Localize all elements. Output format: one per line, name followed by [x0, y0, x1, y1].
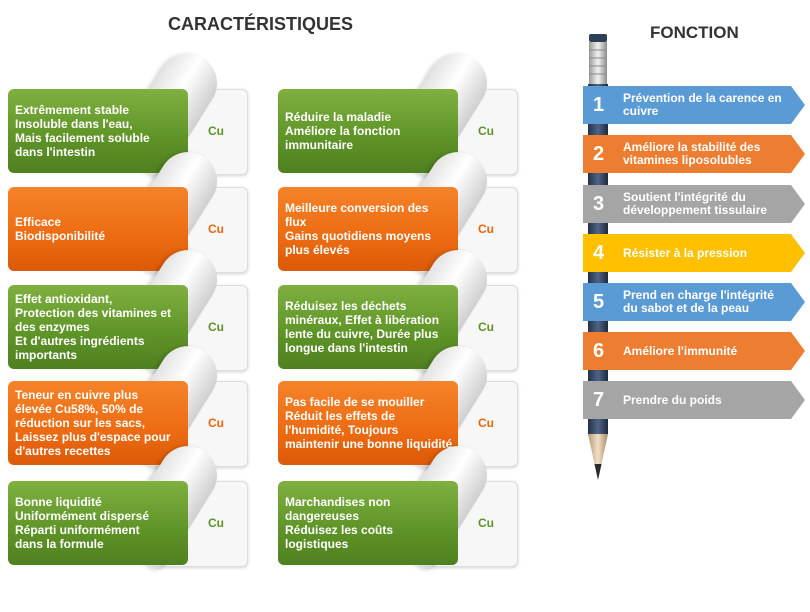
- card-text: Réduire la maladie Améliore la fonction …: [285, 110, 401, 152]
- card-4: Meilleure conversion des flux Gains quot…: [278, 141, 518, 279]
- card-tag: Cu: [208, 124, 224, 138]
- card-tag: Cu: [478, 516, 494, 530]
- title-fonction: FONCTION: [650, 23, 739, 42]
- function-item-3: 3 Soutient l'intégrité du développement …: [583, 185, 805, 223]
- function-label: Résister à la pression: [623, 245, 748, 260]
- card-8: Pas facile de se mouiller Réduit les eff…: [278, 335, 518, 473]
- card-tag: Cu: [208, 222, 224, 236]
- function-label: Prévention de la carence en cuivre: [623, 91, 782, 118]
- function-number: 1: [593, 94, 605, 116]
- function-item-4: 4 Résister à la pression: [583, 234, 805, 272]
- card-1: Extrêmement stable Insoluble dans l'eau,…: [8, 43, 248, 181]
- card-front: [278, 381, 458, 465]
- card-6: Réduisez les déchets minéraux, Effet à l…: [278, 239, 518, 377]
- function-number: 2: [593, 143, 605, 165]
- card-text: Meilleure conversion des flux Gains quot…: [285, 201, 432, 257]
- card-text: Efficace Biodisponibilité: [15, 215, 105, 243]
- function-label: Prendre du poids: [623, 392, 722, 407]
- card-front: [8, 285, 188, 369]
- card-tag: Cu: [478, 416, 494, 430]
- card-text: Réduisez les déchets minéraux, Effet à l…: [285, 299, 440, 355]
- card-front: [8, 187, 188, 271]
- card-5: Effet antioxidant, Protection des vitami…: [8, 239, 248, 377]
- card-front: [278, 89, 458, 173]
- card-tag: Cu: [208, 416, 224, 430]
- function-item-6: 6 Améliore l'immunité: [583, 332, 805, 370]
- function-item-7: 7 Prendre du poids: [583, 381, 805, 419]
- card-7: Teneur en cuivre plus élevée Cu58%, 50% …: [8, 335, 248, 473]
- card-front: [278, 285, 458, 369]
- card-front: [8, 381, 188, 465]
- card-10: Marchandises non dangereuses Réduisez le…: [278, 435, 518, 573]
- function-item-5: 5 Prend en charge l'intégrité du sabot e…: [583, 283, 805, 321]
- card-3: Efficace Biodisponibilité Cu: [8, 141, 248, 279]
- card-front: [8, 481, 188, 565]
- card-front: [8, 89, 188, 173]
- card-tag: Cu: [208, 516, 224, 530]
- function-label: Soutient l'intégrité du développement ti…: [623, 190, 768, 217]
- function-label: Améliore la stabilité des vitamines lipo…: [623, 140, 761, 167]
- function-number: 7: [593, 389, 605, 411]
- card-text: Teneur en cuivre plus élevée Cu58%, 50% …: [15, 388, 171, 458]
- card-front: [278, 481, 458, 565]
- function-item-1: 1 Prévention de la carence en cuivre: [583, 86, 805, 124]
- card-9: Bonne liquidité Uniformément dispersé Ré…: [8, 435, 248, 573]
- function-number: 4: [593, 242, 605, 264]
- card-text: Extrêmement stable Insoluble dans l'eau,…: [15, 103, 150, 159]
- card-tag: Cu: [478, 124, 494, 138]
- function-label: Prend en charge l'intégrité du sabot et …: [623, 288, 774, 315]
- card-text: Pas facile de se mouiller Réduit les eff…: [285, 395, 453, 451]
- function-item-2: 2 Améliore la stabilité des vitamines li…: [583, 135, 805, 173]
- card-tag: Cu: [478, 222, 494, 236]
- card-tag: Cu: [208, 320, 224, 334]
- card-text: Marchandises non dangereuses Réduisez le…: [285, 495, 394, 551]
- function-number: 3: [593, 193, 605, 215]
- card-text: Effet antioxidant, Protection des vitami…: [15, 292, 172, 362]
- card-tag: Cu: [478, 320, 494, 334]
- function-number: 6: [593, 340, 605, 362]
- card-front: [278, 187, 458, 271]
- function-number: 5: [593, 291, 605, 313]
- function-label: Améliore l'immunité: [623, 343, 738, 358]
- card-2: Réduire la maladie Améliore la fonction …: [278, 43, 518, 181]
- title-caracteristiques: CARACTÉRISTIQUES: [168, 14, 354, 34]
- card-text: Bonne liquidité Uniformément dispersé Ré…: [15, 495, 150, 551]
